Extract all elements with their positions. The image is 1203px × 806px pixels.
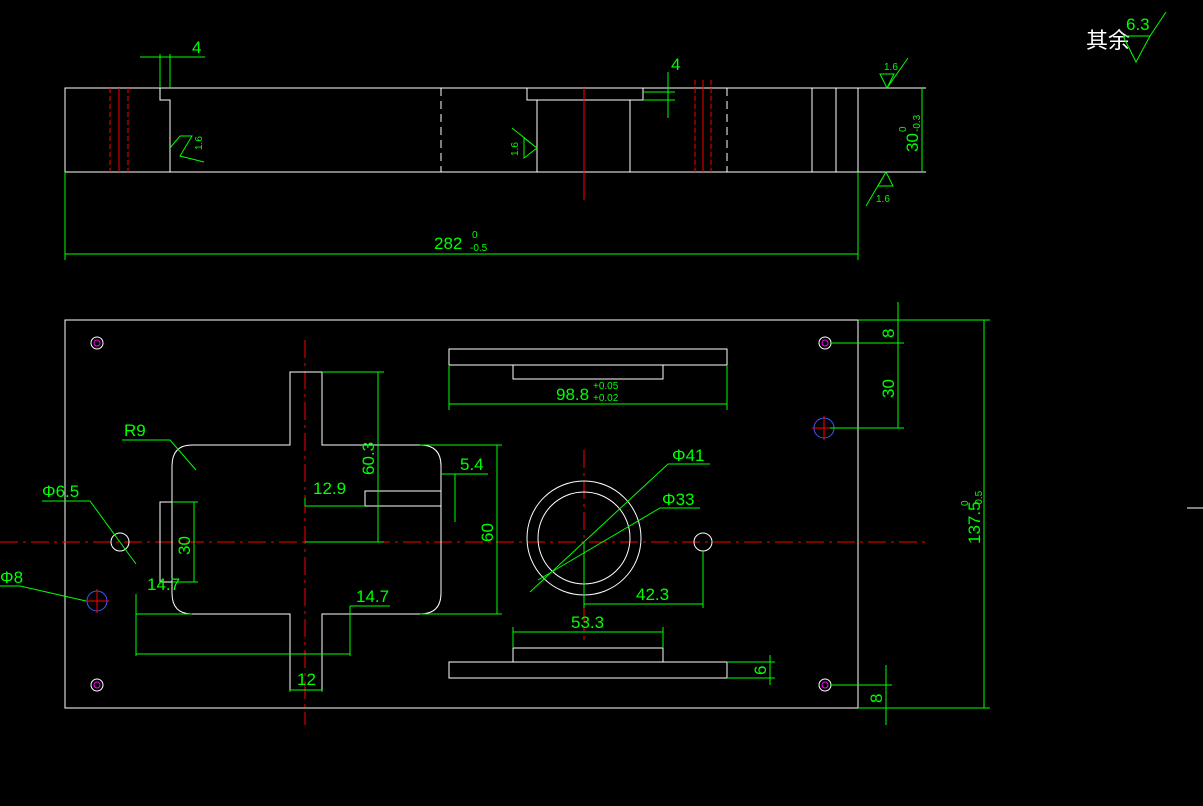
plan-view-outline (64, 319, 859, 709)
general-roughness-label: 其余 (1086, 29, 1130, 54)
plan-view-dimensions: 98.8 +0.05 +0.02 R9 Φ6.5 Φ8 60.3 5.4 12.… (0, 302, 990, 725)
general-roughness-value: 6.3 (1126, 15, 1150, 34)
bottom-slot (448, 661, 728, 679)
roughness-symbols: 1.6 1.6 1.6 1.6 (169, 57, 909, 207)
svg-text:-0.5: -0.5 (974, 490, 985, 508)
side-view-dimensions: 4 4 30 0 -0.3 282 0 -0.5 (64, 38, 923, 260)
top-slot (448, 348, 728, 366)
dim-8-top: 8 (879, 329, 898, 338)
dim-thickness: 30 (903, 133, 922, 152)
dim-53-3: 53.3 (571, 613, 604, 632)
dim-30-right: 30 (879, 379, 898, 398)
roughness-3: 1.6 (884, 62, 898, 73)
dim-42-3: 42.3 (636, 585, 669, 604)
dim-hole-pin: Φ8 (0, 568, 23, 587)
dim-60-3: 60.3 (359, 442, 378, 475)
dim-14-7-a: 14.7 (147, 575, 180, 594)
hole-small (110, 532, 130, 552)
general-roughness-note: 其余 6.3 (1086, 11, 1167, 64)
corner-screw-holes (90, 336, 832, 692)
dim-8-bottom: 8 (867, 694, 886, 703)
side-view (64, 80, 926, 200)
dim-bore-small: Φ33 (662, 490, 694, 509)
dim-height: 137.5 (965, 501, 984, 544)
svg-text:+0.02: +0.02 (593, 393, 619, 404)
dim-6: 6 (751, 666, 770, 675)
dim-hole-small: Φ6.5 (42, 482, 79, 501)
dim-slot-4: 4 (671, 55, 680, 74)
roughness-4: 1.6 (876, 194, 890, 205)
dim-12: 12 (297, 670, 316, 689)
dim-5-4: 5.4 (460, 455, 484, 474)
dim-slot-width: 98.8 (556, 385, 589, 404)
svg-text:+0.05: +0.05 (593, 381, 619, 392)
svg-text:0: 0 (898, 126, 909, 132)
svg-text:-0.3: -0.3 (912, 114, 923, 132)
svg-text:-0.5: -0.5 (470, 243, 488, 254)
svg-text:0: 0 (472, 230, 478, 241)
dim-30-left: 30 (175, 536, 194, 555)
roughness-2: 1.6 (510, 142, 521, 156)
roughness-1: 1.6 (194, 136, 205, 150)
dim-12-9: 12.9 (313, 479, 346, 498)
side-view-outline (64, 87, 859, 173)
dim-radius: R9 (124, 421, 146, 440)
dim-14-7-b: 14.7 (356, 587, 389, 606)
svg-text:0: 0 (960, 500, 971, 506)
cross-pocket (171, 371, 442, 691)
dim-length: 282 (434, 234, 462, 253)
dim-top-4: 4 (192, 38, 201, 57)
dim-bore-large: Φ41 (672, 446, 704, 465)
dim-60: 60 (478, 523, 497, 542)
